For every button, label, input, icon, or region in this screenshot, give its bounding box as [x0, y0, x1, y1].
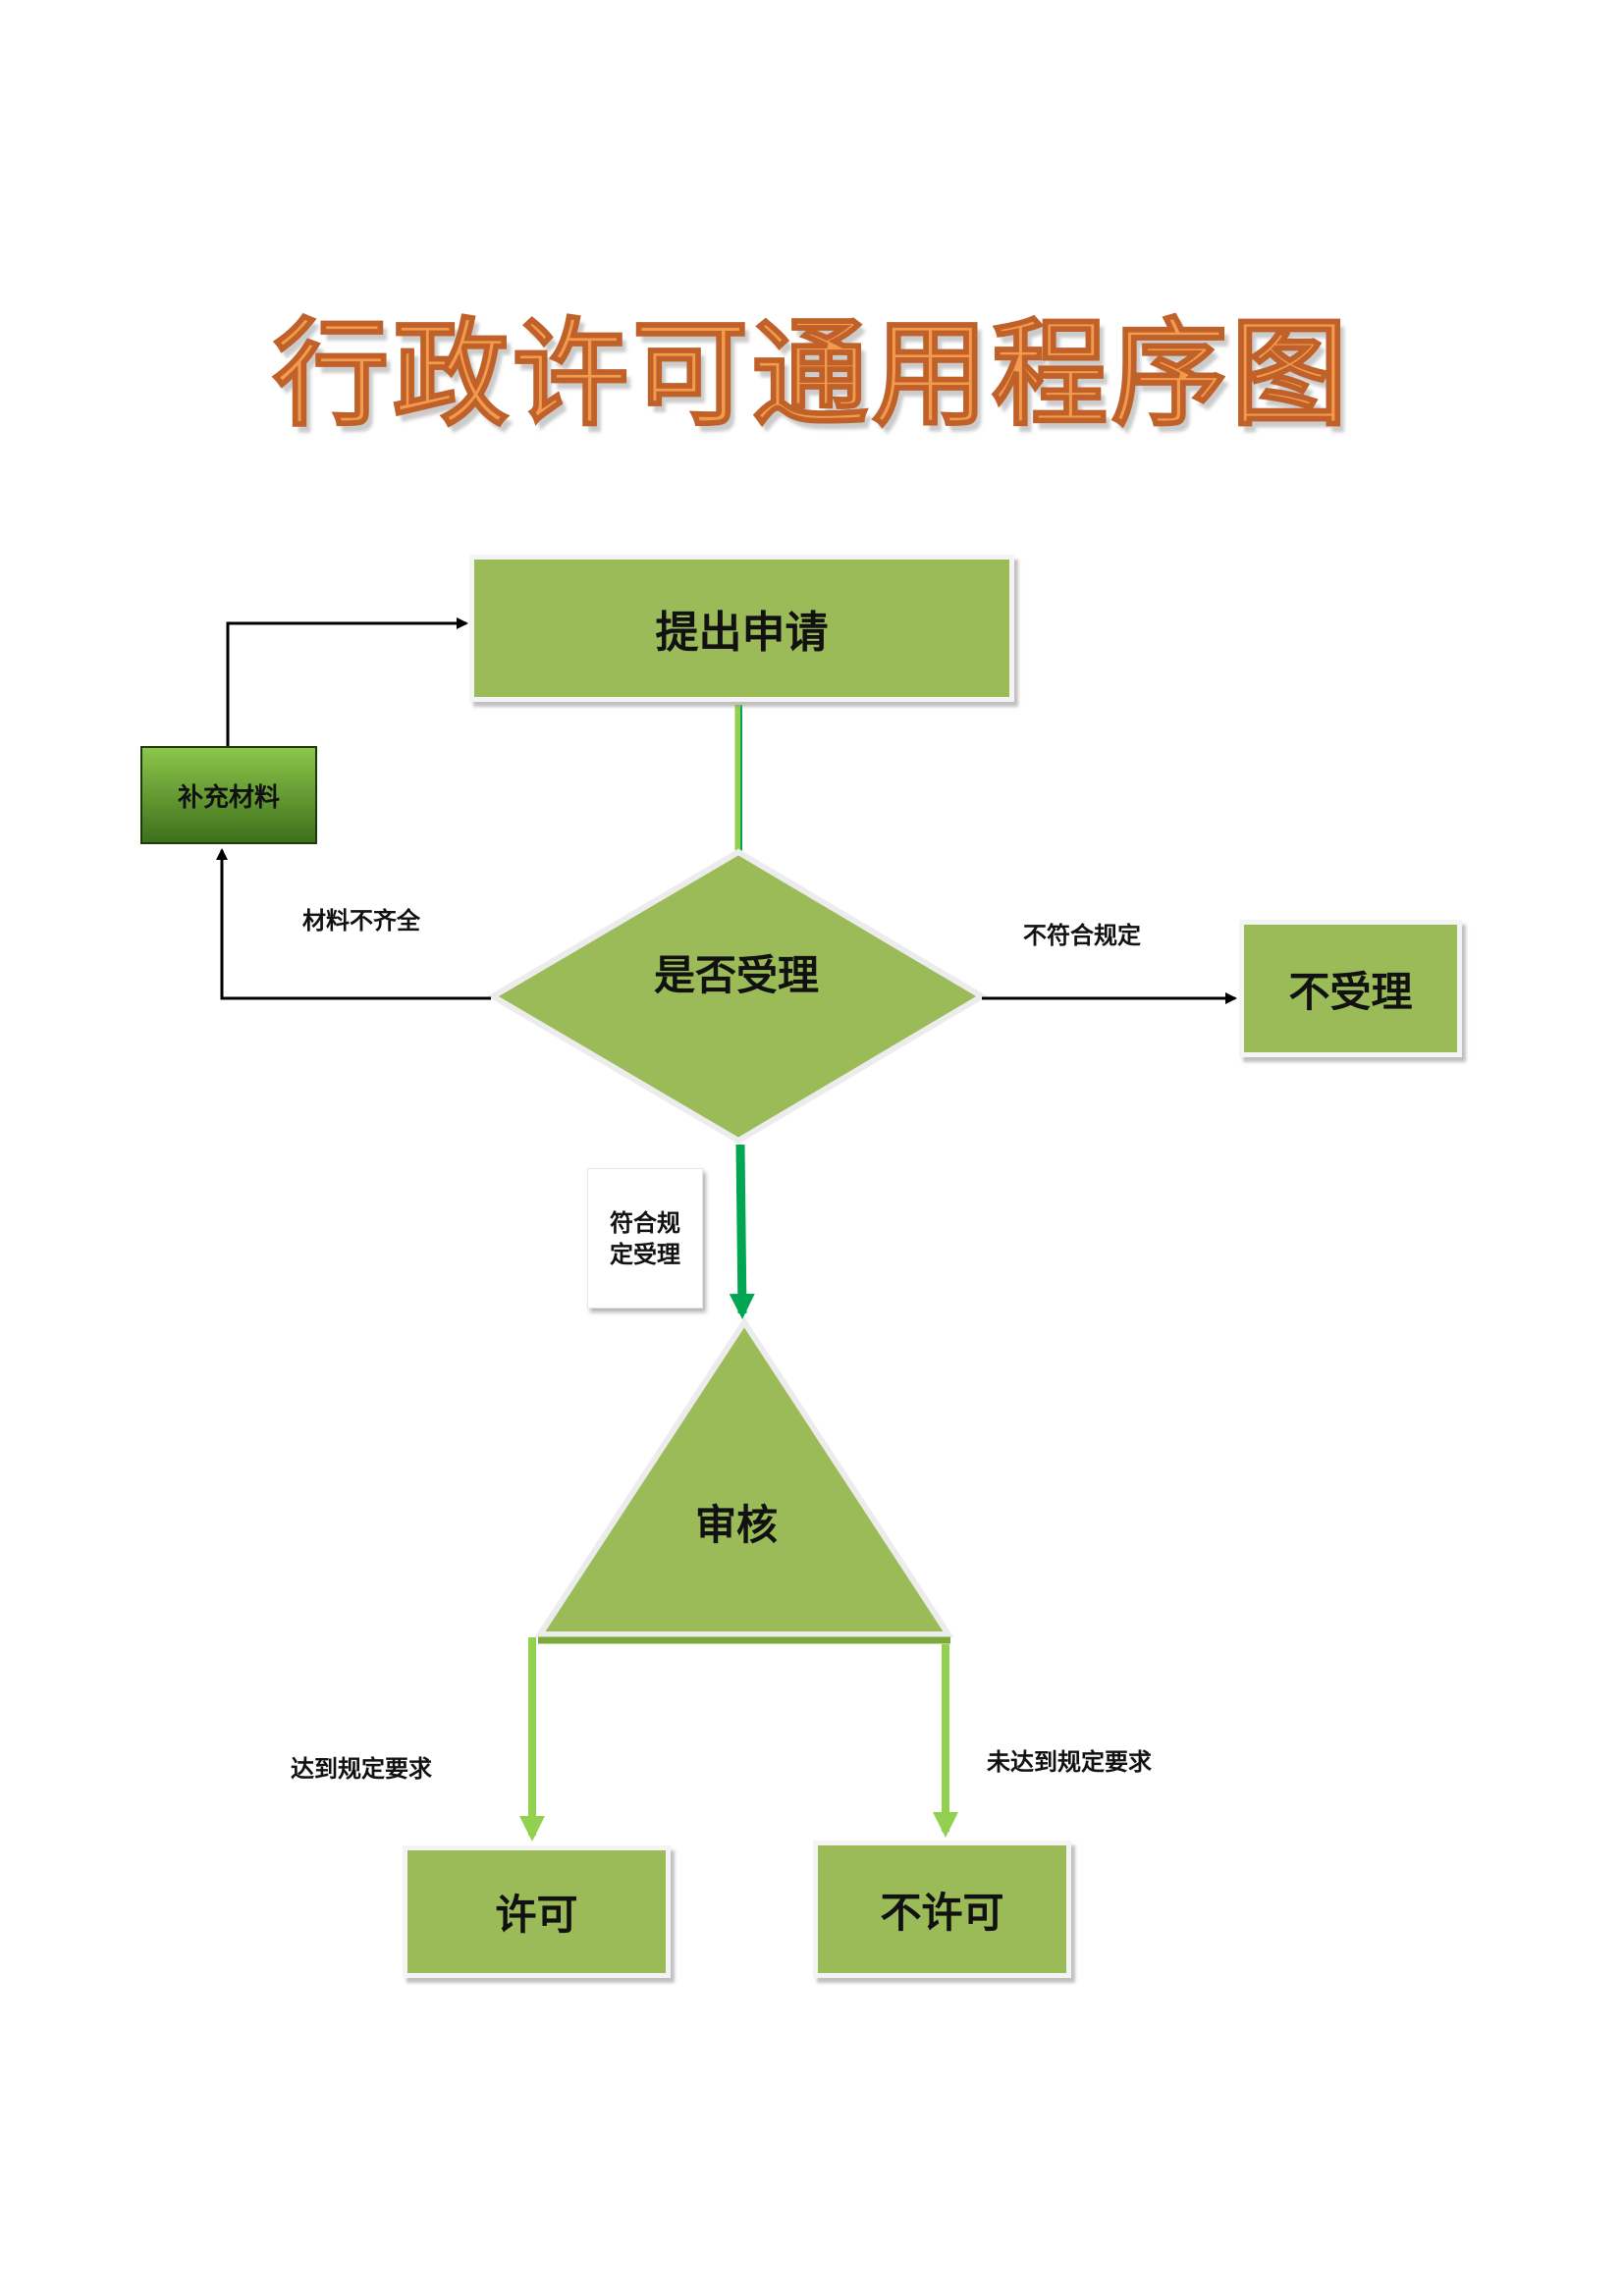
arrow-supplement-to-submit [226, 617, 468, 746]
edge-label-meet-requirements: 达到规定要求 [291, 1755, 432, 1783]
review-triangle [534, 1316, 954, 1637]
arrow-decision-to-supplement [216, 848, 491, 1000]
deny-node: 不许可 [813, 1841, 1071, 1978]
supplement-materials-node: 补充材料 [140, 746, 317, 844]
decision-diamond [487, 848, 988, 1145]
decision-label: 是否受理 [653, 951, 819, 999]
not-accepted-node: 不受理 [1239, 920, 1462, 1057]
review-label: 审核 [694, 1501, 778, 1549]
submit-application-node: 提出申请 [469, 555, 1014, 702]
compliant-accepted-note: 符合规定受理 [587, 1168, 703, 1308]
arrow-decision-to-review [729, 1144, 755, 1319]
edge-label-not-meet-requirements: 未达到规定要求 [987, 1748, 1152, 1776]
edge-label-noncompliant: 不符合规定 [1023, 922, 1141, 949]
edge-label-incomplete: 材料不齐全 [302, 907, 420, 934]
page-title: 行政许可通用程序图 [272, 304, 1351, 443]
permit-node: 许可 [403, 1845, 671, 1978]
